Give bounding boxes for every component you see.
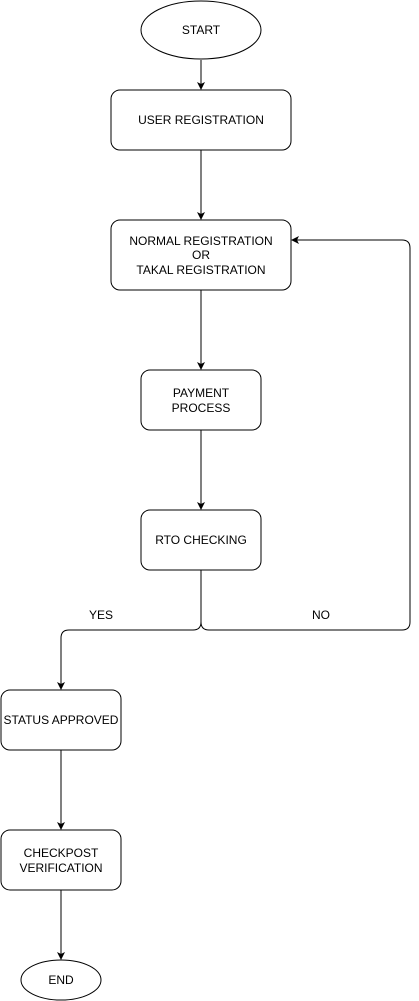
checkpost-verification-node-shape [0,829,122,891]
edge-label-yes: YES [89,608,113,622]
start-node-label: START [182,23,221,37]
end-node-label: END [48,973,74,987]
registration-type-node: NORMAL REGISTRATION OR TAKAL REGISTRATIO… [110,219,292,291]
start-node-shape [140,0,262,60]
status-approved-node: STATUS APPROVED [0,689,122,751]
user-registration-node-shape [110,89,292,151]
rto-checking-node: RTO CHECKING [140,509,262,571]
edge-rto-checking-to-status-approved [57,570,202,690]
rto-checking-node-shape [140,509,262,571]
payment-process-node-label-line-1: PAYMENT [173,386,230,400]
end-node-shape [20,959,102,1001]
end-node: END [20,959,102,1001]
checkpost-verification-node: CHECKPOST VERIFICATION [0,829,122,891]
payment-process-node-shape [140,369,262,431]
nodes: START USER REGISTRATION NORMAL REGISTRAT… [0,0,292,1001]
status-approved-node-shape [0,689,122,751]
rto-checking-node-label: RTO CHECKING [155,533,247,547]
payment-process-node-label-line-2: PROCESS [172,401,231,415]
edge-label-no: NO [312,608,330,622]
registration-type-node-shape [110,219,292,291]
checkpost-verification-node-label-line-2: VERIFICATION [19,861,102,875]
edges: YES NO [57,60,411,960]
start-node: START [140,0,262,60]
user-registration-node-label: USER REGISTRATION [138,113,264,127]
status-approved-node-label: STATUS APPROVED [4,713,119,727]
edge-rto-checking-to-registration-type [200,236,411,631]
user-registration-node: USER REGISTRATION [110,89,292,151]
registration-type-node-label-line-3: TAKAL REGISTRATION [136,263,265,277]
registration-type-node-label-line-2: OR [192,248,210,262]
registration-type-node-label-line-1: NORMAL REGISTRATION [129,234,272,248]
checkpost-verification-node-label-line-1: CHECKPOST [24,846,99,860]
payment-process-node: PAYMENT PROCESS [140,369,262,431]
